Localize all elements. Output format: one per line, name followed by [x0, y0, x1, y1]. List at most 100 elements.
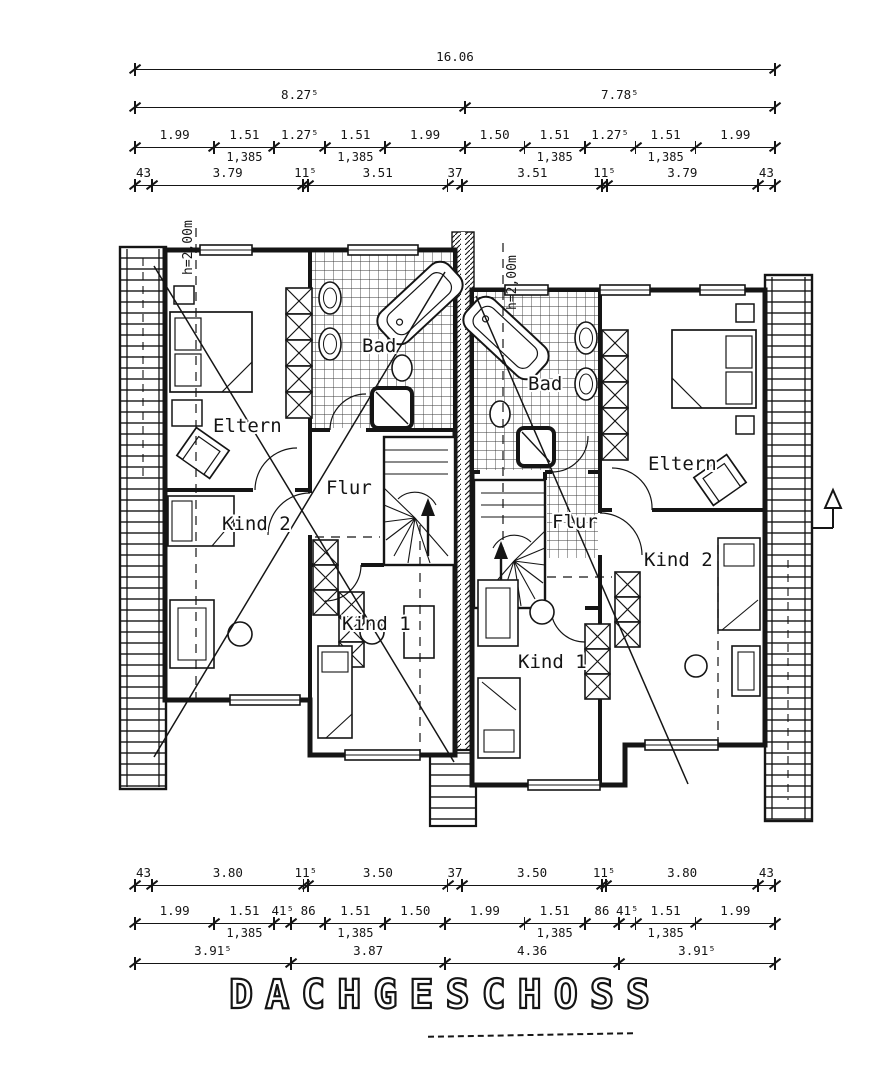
dim-value-label: 1.50 [479, 127, 510, 142]
stool-icon [359, 619, 385, 645]
dim-tick [134, 101, 136, 114]
dim-value-label: 1.99 [159, 127, 190, 142]
dim-value-label: 3.91⁵ [194, 943, 232, 958]
dim-tick [583, 141, 586, 154]
table-icon [227, 621, 253, 647]
roof-strip-left [118, 245, 168, 791]
dim-value-label: 3.50 [362, 865, 393, 880]
room-label-kind1-left: Kind 1 [342, 613, 411, 635]
dim-tick [446, 879, 449, 892]
dim-value-label: 1.99 [720, 903, 751, 918]
dim-tick [324, 141, 327, 154]
dim-tick [756, 879, 759, 892]
sofa-icon [169, 599, 215, 669]
dim-tick [213, 141, 216, 154]
page-title: DACHGESCHOSS [228, 971, 662, 1019]
dim-value-label: 1.27⁵ [591, 127, 629, 142]
closet-icon [312, 539, 339, 616]
north-arrow-icon [812, 487, 843, 529]
dim-value-label: 1.99 [720, 127, 751, 142]
bed-icon [169, 311, 253, 393]
dim-value-label: 3.79 [667, 165, 698, 180]
dim-tick [134, 879, 136, 892]
nightstand-icon [173, 285, 195, 305]
dim-value-label: 3.91⁵ [678, 943, 716, 958]
dim-tick [134, 179, 136, 192]
dim-tick [444, 917, 447, 930]
dim-value-label: 3.50 [517, 865, 548, 880]
window [527, 779, 601, 791]
room-label-eltern-right: Eltern [648, 453, 717, 475]
dim-line [135, 107, 775, 108]
shower-icon [370, 386, 414, 430]
dim-tick [306, 179, 309, 192]
dim-tick [134, 957, 136, 970]
dim-tick [134, 141, 136, 154]
dim-tick [774, 179, 776, 192]
table-icon [684, 654, 708, 678]
dim-sub-label: 1,385 [647, 150, 684, 164]
interior-walls-right [474, 292, 765, 783]
dim-line [135, 69, 775, 70]
dim-value-label: 11⁵ [294, 165, 317, 180]
window [229, 694, 301, 706]
dim-value-label: 86 [300, 903, 316, 918]
toilet-icon [489, 400, 511, 428]
dim-tick [617, 917, 620, 930]
closet-icon [285, 287, 313, 419]
dim-value-label: 8.27⁵ [281, 87, 319, 102]
dim-tick [290, 917, 292, 930]
dim-tick [774, 917, 776, 930]
roof-strip-right [763, 273, 814, 823]
dim-tick [694, 917, 697, 930]
slope-diagonals [153, 265, 689, 785]
bed-icon [477, 677, 521, 759]
room-label-kind2-left: Kind 2 [222, 513, 291, 535]
dim-tick [605, 879, 608, 892]
dim-tick [134, 63, 136, 76]
closet-icon [614, 571, 641, 648]
room-label-bad-left: Bad [362, 335, 396, 357]
dim-line [135, 885, 775, 886]
room-label-kind1-right: Kind 1 [518, 651, 587, 673]
stool-icon [529, 599, 555, 625]
bed-icon [317, 645, 353, 739]
dim-value-label: 43 [136, 865, 152, 880]
dim-tick [444, 957, 447, 970]
dim-value-label: 37 [447, 165, 463, 180]
dim-value-label: 3.51 [362, 165, 393, 180]
dim-value-label: 7.78⁵ [601, 87, 639, 102]
dim-tick [446, 179, 449, 192]
sofa-icon [731, 645, 761, 697]
party-wall-footing [428, 748, 478, 828]
bed-icon [717, 537, 761, 631]
dim-value-label: 41⁵ [615, 903, 639, 918]
dim-tick [384, 917, 387, 930]
dim-tick [774, 879, 776, 892]
sink-icon [318, 281, 342, 315]
dim-sub-label: 1,385 [647, 926, 684, 940]
bed-icon [167, 495, 235, 547]
dim-tick [302, 879, 305, 892]
room-label-flur-right: Flur [552, 511, 598, 533]
window [347, 244, 419, 256]
dim-value-label: 3.51 [517, 165, 548, 180]
dim-tick [134, 917, 136, 930]
dim-tick [694, 141, 697, 154]
dim-tick [324, 917, 327, 930]
dim-value-label: 1.99 [469, 903, 500, 918]
dim-line [135, 147, 775, 148]
dim-tick [756, 179, 759, 192]
dim-value-label: 1.99 [159, 903, 190, 918]
dim-tick [307, 879, 309, 892]
dim-sub-label: 1,385 [536, 150, 573, 164]
dim-tick [523, 917, 526, 930]
dim-sub-label: 1,385 [337, 150, 374, 164]
dim-value-label: 37 [447, 865, 463, 880]
bath-tiles-right-lower [547, 470, 598, 558]
sofa-icon [477, 579, 519, 647]
dim-tick [634, 917, 637, 930]
armchair-icon [175, 426, 231, 480]
